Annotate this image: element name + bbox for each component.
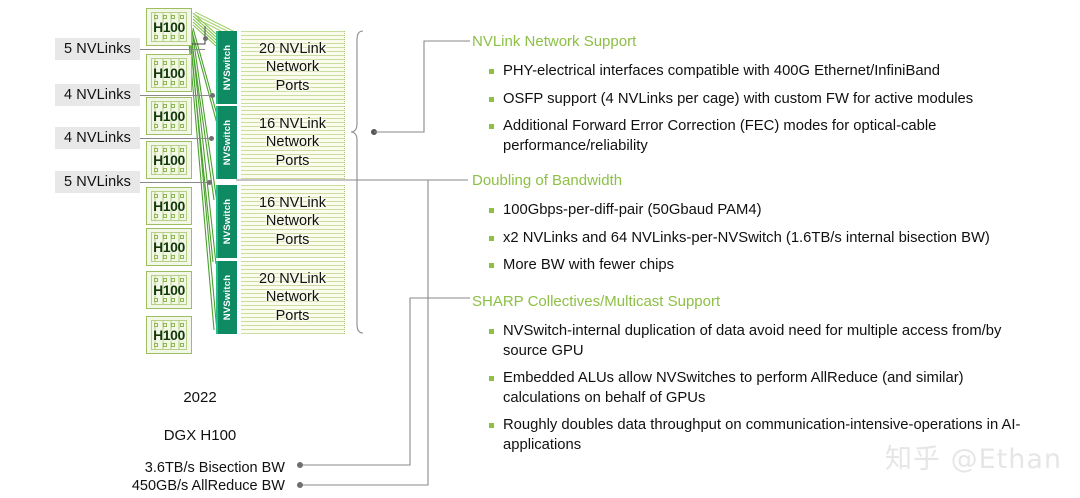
nvlink-leader-4 xyxy=(140,182,210,183)
bullet-square-icon xyxy=(489,376,494,382)
bullet-square-icon xyxy=(489,96,494,102)
nvswitch-label: NVSwitch xyxy=(222,274,234,321)
bullet-text: NVSwitch-internal duplication of data av… xyxy=(503,323,1002,359)
gpu-label: H100 xyxy=(153,19,185,35)
gpu-label: H100 xyxy=(153,152,185,168)
gpu-label: H100 xyxy=(153,65,185,81)
nvswitch-label: NVSwitch xyxy=(222,198,234,245)
gpu-label: H100 xyxy=(153,239,185,255)
watermark: 知乎 @Ethan xyxy=(885,444,1062,475)
nvlink-leader-dot-3 xyxy=(209,136,214,141)
list-item: NVSwitch-internal duplication of data av… xyxy=(489,322,1065,361)
section-bullets-1: PHY-electrical interfaces compatible wit… xyxy=(489,62,1065,164)
nvlink-leader-dot-2 xyxy=(210,93,215,98)
nvlink-connections xyxy=(164,11,238,333)
bullet-text: 100Gbps-per-diff-pair (50Gbaud PAM4) xyxy=(503,202,762,218)
nvlink-leader-3 xyxy=(140,138,212,139)
chip-hbm-stacks xyxy=(154,104,184,128)
chip-hbm-stacks xyxy=(154,61,184,85)
chip-hbm-stacks xyxy=(154,15,184,39)
caption-system: DGX H100 xyxy=(163,427,237,444)
list-item: PHY-electrical interfaces compatible wit… xyxy=(489,62,1065,82)
list-item: OSFP support (4 NVLinks per cage) with c… xyxy=(489,90,1065,110)
list-item: x2 NVLinks and 64 NVLinks-per-NVSwitch (… xyxy=(489,229,1065,249)
section-bullets-2: 100Gbps-per-diff-pair (50Gbaud PAM4) x2 … xyxy=(489,201,1065,284)
gpu-label: H100 xyxy=(153,108,185,124)
chip-hbm-stacks xyxy=(154,194,184,218)
bullet-square-icon xyxy=(489,263,494,269)
bullet-text: OSFP support (4 NVLinks per cage) with c… xyxy=(503,90,974,107)
list-item: Embedded ALUs allow NVSwitches to perfor… xyxy=(489,369,1065,408)
gpu-h100-4: H100 xyxy=(146,141,192,179)
nvlink-label-text: 4 NVLinks xyxy=(64,87,131,103)
gpu-label: H100 xyxy=(153,327,185,343)
gpu-h100-2: H100 xyxy=(146,54,192,92)
chip-hbm-stacks xyxy=(154,235,184,259)
nvswitch-1: NVSwitch xyxy=(216,31,237,104)
section-heading-nvlink-network-support: NVLink Network Support xyxy=(472,33,637,50)
nvlink-label-text: 5 NVLinks xyxy=(64,174,131,190)
bullet-text: Embedded ALUs allow NVSwitches to perfor… xyxy=(503,370,964,406)
gpu-h100-6: H100 xyxy=(146,228,192,266)
nvlink-label-2: 4 NVLinks xyxy=(55,84,140,106)
bullet-text: PHY-electrical interfaces compatible wit… xyxy=(503,63,941,79)
gpu-label: H100 xyxy=(153,198,185,214)
nvlink-label-4: 5 NVLinks xyxy=(55,171,140,193)
bullet-square-icon xyxy=(489,69,494,74)
chip-hbm-stacks xyxy=(154,278,184,302)
bullet-text: x2 NVLinks and 64 NVLinks-per-NVSwitch (… xyxy=(503,229,990,246)
caption-allreduce-bw: 450GB/s AllReduce BW xyxy=(131,478,285,494)
gpu-h100-8: H100 xyxy=(146,316,192,354)
chip-hbm-stacks xyxy=(154,148,184,172)
list-item: Additional Forward Error Correction (FEC… xyxy=(489,117,1065,156)
nvlink-leader-dot-4 xyxy=(207,180,212,185)
nvlink-label-text: 5 NVLinks xyxy=(64,41,131,57)
nvlink-label-text: 4 NVLinks xyxy=(64,130,131,146)
bullet-text: Roughly doubles data throughput on commu… xyxy=(503,417,1021,453)
bullet-square-icon xyxy=(489,235,494,241)
nvlink-leader-2 xyxy=(140,95,213,96)
gpu-h100-3: H100 xyxy=(146,97,192,135)
list-item: 100Gbps-per-diff-pair (50Gbaud PAM4) xyxy=(489,201,1065,221)
feature-list: NVLink Network Support PHY-electrical in… xyxy=(455,0,1080,498)
dgx-h100-diagram: 5 NVLinks 4 NVLinks 4 NVLinks 5 NVLinks … xyxy=(0,0,430,498)
bullet-square-icon xyxy=(489,423,494,429)
nvlink-label-3: 4 NVLinks xyxy=(55,127,140,149)
caption-bisection-bw: 3.6TB/s Bisection BW xyxy=(144,460,285,476)
nvswitch-4: NVSwitch xyxy=(216,261,237,334)
bullet-square-icon xyxy=(489,124,494,130)
gpu-h100-1: H100 xyxy=(146,8,192,46)
section-heading-doubling-of-bandwidth: Doubling of Bandwidth xyxy=(472,172,623,189)
nvlink-leader-1 xyxy=(140,49,205,50)
gpu-label: H100 xyxy=(153,282,185,298)
gpu-h100-7: H100 xyxy=(146,271,192,309)
bullet-square-icon xyxy=(489,329,494,334)
nvswitch-label: NVSwitch xyxy=(222,119,234,166)
nvswitch-3: NVSwitch xyxy=(216,185,237,258)
section-heading-sharp-collectives: SHARP Collectives/Multicast Support xyxy=(472,293,721,310)
nvswitch-2: NVSwitch xyxy=(216,106,237,179)
nvlink-label-1: 5 NVLinks xyxy=(55,38,140,60)
list-item: Roughly doubles data throughput on commu… xyxy=(489,416,1065,455)
list-item: More BW with fewer chips xyxy=(489,256,1065,276)
chip-hbm-stacks xyxy=(154,323,184,347)
bullet-text: More BW with fewer chips xyxy=(503,257,675,274)
nvlink-leader-dot-1 xyxy=(203,36,208,41)
caption-year: 2022 xyxy=(183,389,217,406)
nvswitch-label: NVSwitch xyxy=(222,44,234,91)
section-bullets-3: NVSwitch-internal duplication of data av… xyxy=(489,322,1065,463)
bullet-square-icon xyxy=(489,208,494,213)
gpu-h100-5: H100 xyxy=(146,187,192,225)
bullet-text: Additional Forward Error Correction (FEC… xyxy=(503,118,937,154)
